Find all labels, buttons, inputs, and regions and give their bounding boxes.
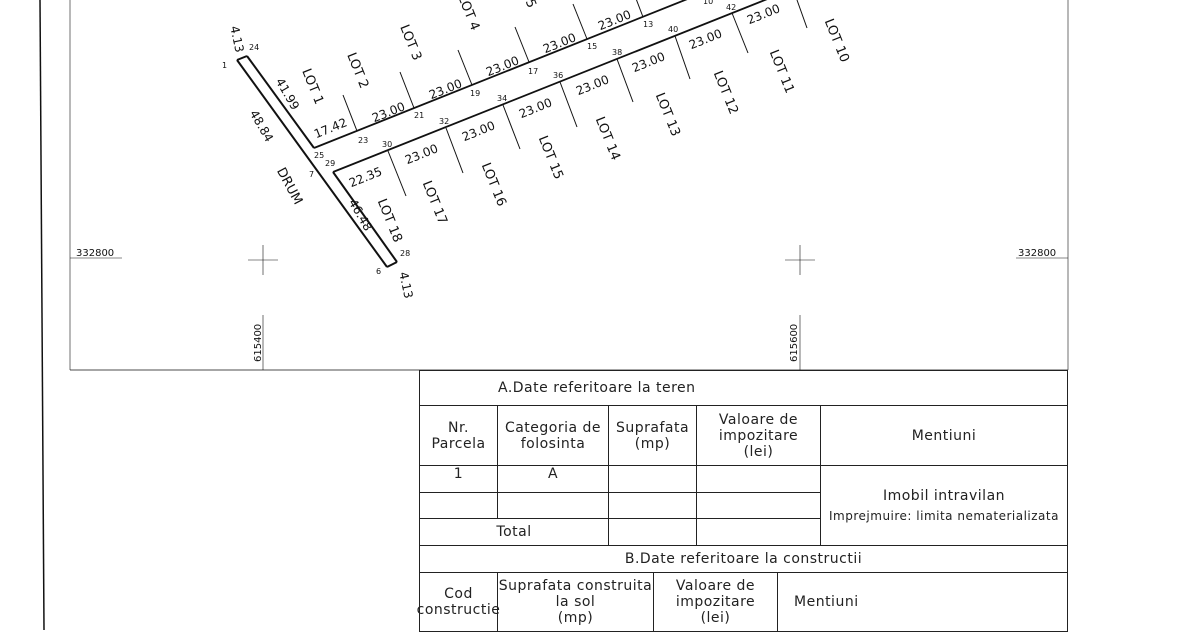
section-b-title: B.Date referitoare la constructii [419, 545, 1068, 573]
lot-label: LOT 11 [766, 48, 797, 96]
cell-valoare [696, 465, 821, 493]
lot-label: LOT 13 [652, 91, 683, 139]
page-edge-line [39, 0, 45, 630]
header-categoria: Categoria de folosinta [497, 405, 609, 466]
cell-suprafata [608, 465, 697, 493]
lot-label: LOT 10 [821, 17, 852, 65]
dim-road-upper-right: 41.99 [273, 76, 302, 113]
point-number: 19 [470, 89, 480, 98]
point-number: 15 [587, 42, 597, 51]
point-number: 23 [358, 136, 368, 145]
cell-empty [696, 492, 821, 519]
grid-label-east-left: 615400 [253, 324, 264, 362]
point-number: 28 [400, 249, 410, 258]
grid-cross-icon [248, 245, 278, 275]
cell-total-suprafata [608, 518, 697, 546]
mentiuni-cell: Imobil intravilan Imprejmuire: limita ne… [820, 465, 1068, 546]
lot-label: LOT 3 [396, 23, 424, 63]
dim-lower-first: 22.35 [347, 164, 384, 190]
lot-label: LOT 1 [298, 67, 326, 107]
dim-segment: 23.00 [517, 95, 554, 121]
header-mentiuni: Mentiuni [820, 405, 1068, 466]
point-number: 40 [668, 25, 678, 34]
lot-label: LOT 12 [710, 69, 741, 117]
header-mentiuni-b: Mentiuni [777, 572, 1068, 632]
grid-cross-icon [785, 245, 815, 275]
dim-road-bottom: 4.13 [396, 271, 415, 300]
point-number: 42 [726, 3, 736, 12]
dim-segment: 23.00 [460, 118, 497, 144]
dim-segment: 23.00 [484, 53, 521, 79]
point-number: 21 [414, 111, 424, 120]
grid-label-north-right: 332800 [1018, 248, 1056, 259]
dim-segment: 23.00 [541, 30, 578, 56]
point-number: 30 [382, 140, 392, 149]
mentiuni-line-2: Imprejmuire: limita nematerializata [829, 508, 1059, 523]
dim-segment: 23.00 [687, 26, 724, 52]
lot-label: 5 [522, 0, 539, 10]
parcel-data-table: A.Date referitoare la teren Nr. Parcela … [417, 370, 1068, 632]
point-number: 13 [643, 20, 653, 29]
dim-road-left: 48.84 [247, 108, 276, 145]
lot-label: LOT 17 [419, 179, 450, 227]
point-number: 1 [222, 61, 227, 70]
header-valoare: Valoare de impozitare (lei) [696, 405, 821, 466]
lot-label: LOT 16 [478, 161, 509, 209]
header-cod-constructie: Cod constructie [417, 572, 500, 632]
dim-segment: 23.00 [596, 7, 633, 33]
point-number: 24 [249, 43, 259, 52]
cell-categoria: A [497, 465, 609, 493]
section-a-title: A.Date referitoare la teren [419, 370, 1068, 406]
dim-segment: 23.00 [427, 76, 464, 102]
cell-empty [608, 492, 697, 519]
mentiuni-line-1: Imobil intravilan [882, 487, 1006, 504]
cell-total-valoare [696, 518, 821, 546]
lower-access-line [332, 0, 768, 173]
point-number: 6 [376, 267, 381, 276]
dim-segment: 23.00 [403, 141, 440, 167]
lot-dividers [342, 0, 808, 197]
cell-nr: 1 [419, 465, 498, 493]
point-number: 34 [497, 94, 507, 103]
lot-label: LOT 4 [454, 0, 482, 33]
lot-label: LOT 2 [343, 51, 371, 91]
dim-segment: 23.00 [370, 99, 407, 125]
dim-segment: 23.00 [574, 72, 611, 98]
grid-label-north-left: 332800 [76, 248, 114, 259]
dim-road-top: 4.13 [227, 25, 246, 54]
header-nr-parcela: Nr. Parcela [419, 405, 498, 466]
point-number: 25 [314, 151, 324, 160]
point-number: 38 [612, 48, 622, 57]
header-suprafata-construita: Suprafata construita la sol (mp) [497, 572, 654, 632]
header-valoare-b: Valoare de impozitare (lei) [653, 572, 778, 632]
cell-empty [419, 492, 498, 519]
total-label: Total [419, 518, 609, 546]
point-number: 32 [439, 117, 449, 126]
upper-access-line [313, 0, 688, 149]
lot-label: LOT 15 [535, 134, 566, 182]
point-number: 36 [553, 71, 563, 80]
road-label: DRUM [273, 165, 305, 207]
grid-label-east-right: 615600 [789, 324, 800, 362]
header-suprafata: Suprafata (mp) [608, 405, 697, 466]
point-number: 17 [528, 67, 538, 76]
dim-upper-first: 17.42 [312, 115, 349, 141]
point-number: 10 [703, 0, 713, 6]
point-number: 29 [325, 159, 335, 168]
lot-label: LOT 14 [592, 115, 623, 163]
point-number: 7 [309, 170, 314, 179]
dim-segment: 23.00 [630, 49, 667, 75]
road-outline [236, 55, 398, 268]
cell-empty [497, 492, 609, 519]
